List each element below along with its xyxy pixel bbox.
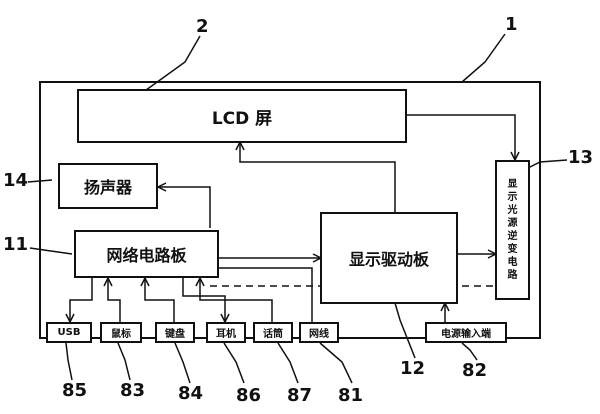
backlight-char: 电 [507,257,518,268]
ref-label-86: 86 [236,385,262,406]
backlight-char: 显 [507,179,518,190]
ref-label-1: 1 [505,14,518,35]
backlight-char: 变 [507,244,518,255]
ref-label-2: 2 [196,16,209,37]
leader-11 [29,247,73,255]
microphone-port-label: 话筒 [263,329,283,340]
backlight-char: 逆 [507,231,518,242]
backlight-inverter-box: 显 示 光 源 逆 变 电 路 [495,160,530,300]
ref-label-82: 82 [462,360,488,381]
leader-12 [394,302,416,359]
usb-port-box: USB [46,322,92,343]
network-cable-port-box: 网线 [299,322,339,343]
power-input-label: 电源输入端 [441,329,491,340]
ref-label-12: 12 [400,358,426,379]
microphone-port-box: 话筒 [253,322,293,343]
leader-85 [65,342,73,381]
ref-label-83: 83 [120,380,146,401]
speaker-box: 扬声器 [58,163,158,209]
leader-14 [27,179,53,183]
earphone-port-box: 耳机 [206,322,246,343]
leader-87 [277,342,299,384]
speaker-label: 扬声器 [83,178,132,197]
leader-83 [117,342,131,381]
leader-1 [461,33,506,83]
ref-label-84: 84 [178,383,204,404]
power-input-box: 电源输入端 [425,322,507,343]
mouse-port-label: 鼠标 [111,329,131,340]
backlight-char: 示 [507,192,518,203]
display-driver-box: 显示驱动板 [320,212,458,304]
display-driver-label: 显示驱动板 [348,250,429,269]
network-cable-port-label: 网线 [309,329,329,340]
ref-label-85: 85 [62,380,88,401]
lcd-screen-label: LCD 屏 [211,108,273,129]
backlight-char: 源 [507,218,518,229]
lcd-screen-box: LCD 屏 [77,89,407,143]
backlight-char: 光 [507,205,518,216]
leader-2 [134,35,201,99]
leader-84 [174,342,191,384]
ref-label-11: 11 [3,234,29,255]
ref-label-14: 14 [3,170,29,191]
ref-label-87: 87 [287,385,313,406]
leader-86 [223,342,245,384]
leader-81 [319,342,353,384]
keyboard-port-box: 键盘 [155,322,195,343]
ref-label-13: 13 [568,147,594,168]
usb-port-label: USB [57,327,81,338]
earphone-port-label: 耳机 [216,329,236,340]
backlight-char: 路 [507,270,518,281]
leader-82 [461,342,478,361]
network-board-label: 网络电路板 [106,246,187,265]
ref-label-81: 81 [338,385,364,406]
mouse-port-box: 鼠标 [100,322,142,343]
keyboard-port-label: 键盘 [165,329,185,340]
network-board-box: 网络电路板 [74,230,219,278]
